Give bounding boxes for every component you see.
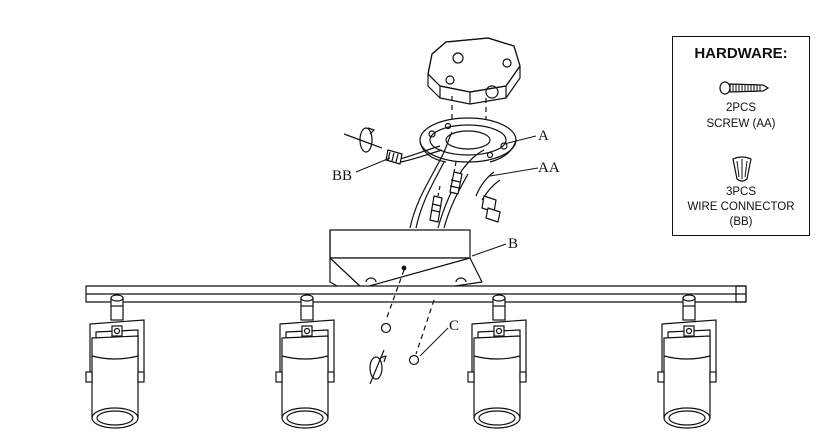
spot-lamp	[85, 294, 145, 429]
rotation-arrow-icon	[343, 127, 383, 153]
label-bb: BB	[332, 168, 352, 184]
connector-name-code: (BB)	[729, 216, 753, 228]
screw-name: SCREW (AA)	[706, 118, 776, 130]
cover-screws	[380, 269, 435, 366]
label-b: B	[508, 236, 518, 252]
spot-lamp	[275, 294, 335, 429]
spot-lamp	[657, 294, 717, 429]
screw-qty: 2PCS	[725, 102, 757, 114]
label-aa: AA	[538, 160, 560, 176]
label-a: A	[538, 128, 549, 144]
junction-box	[427, 37, 521, 122]
screw-icon	[719, 81, 769, 95]
supply-wires	[395, 131, 501, 229]
mounting-bracket	[419, 117, 517, 163]
wire-connectors-right	[481, 195, 501, 223]
hardware-title: HARDWARE:	[694, 45, 788, 62]
hardware-box: HARDWARE: 2PCS SCREW (AA) 3PCS WIRE CONN…	[672, 36, 810, 236]
connector-qty: 3PCS	[725, 186, 757, 198]
wire-connector-left	[385, 149, 403, 165]
mounting-screws	[429, 161, 463, 223]
wire-connector-icon	[732, 156, 752, 182]
label-c: C	[449, 318, 459, 334]
connector-name: WIRE CONNECTOR	[687, 201, 795, 213]
rotation-arrow-icon	[369, 349, 387, 385]
fixture-bar	[85, 285, 747, 303]
spot-lamp	[467, 294, 527, 429]
